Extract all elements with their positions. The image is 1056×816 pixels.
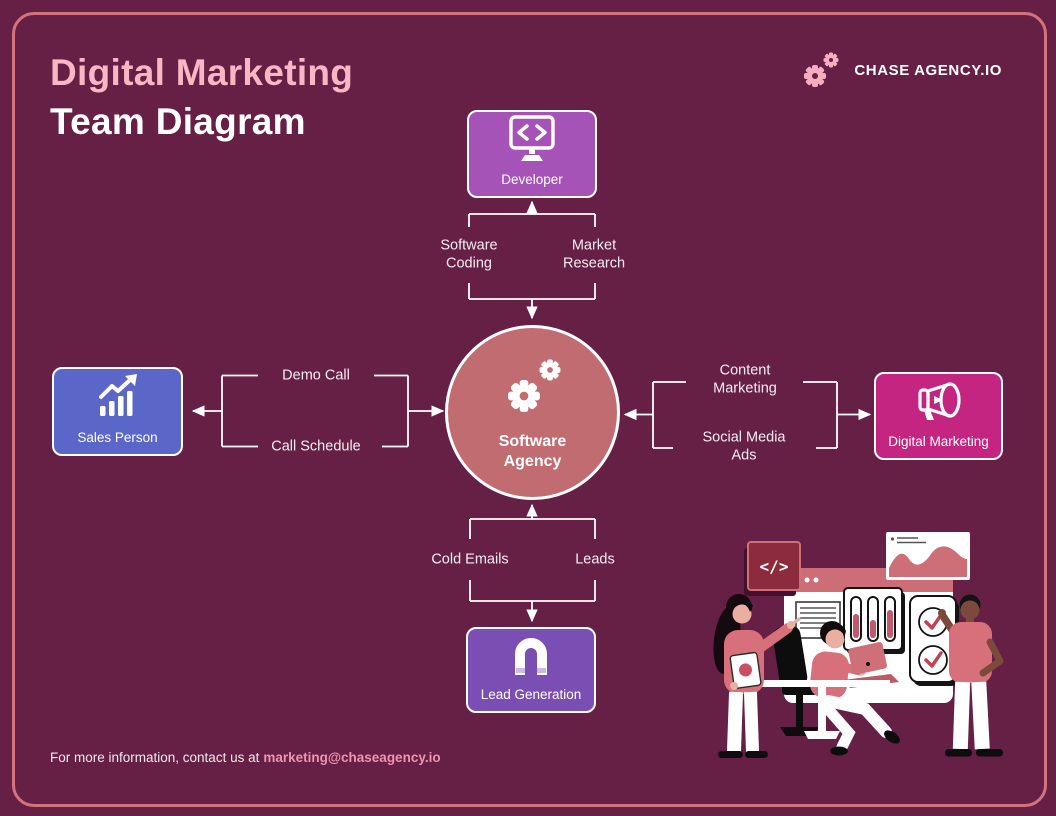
footer-text: For more information, contact us at [50,750,260,765]
page-title: Digital Marketing Team Diagram [50,48,353,146]
link-label-demo-call: Demo Call [282,366,350,383]
node-label: Sales Person [77,430,158,445]
megaphone-icon [910,374,968,428]
gears-icon [804,52,839,87]
node-digital-marketing: Digital Marketing [874,372,1003,460]
gears-icon [507,359,560,412]
link-label-social-media-ads: Social Media Ads [702,429,786,464]
link-label-call-schedule: Call Schedule [271,437,361,454]
link-label-cold-emails: Cold Emails [431,551,509,568]
page-title-line1: Digital Marketing [50,52,354,93]
node-developer: Developer [467,110,597,198]
magnet-icon [503,629,559,681]
node-label: Lead Generation [480,687,582,702]
center-label-line1: Software [498,433,567,450]
team-illustration: </> [713,532,1004,758]
node-sales-person: Sales Person [52,367,183,456]
center-label-line2: Agency [503,452,562,470]
node-lead-generation: Lead Generation [466,627,596,713]
link-label-market-research: Market Research [562,237,626,272]
standing-woman-graphic [713,594,801,758]
node-label: Developer [501,172,563,187]
chart-card-graphic [886,532,970,580]
link-label-content-marketing: Content Marketing [713,362,777,397]
brand-logo: CHASE AGENCY.IO [799,48,1002,92]
node-label: Digital Marketing [888,434,989,449]
growth-chart-icon [90,369,146,424]
code-monitor-icon [504,112,560,166]
svg-text:</>: </> [760,557,789,576]
center-node-label: Software Agency [499,432,567,471]
standing-man-graphic [938,594,1004,757]
page-title-line2: Team Diagram [50,101,306,142]
brand-name: CHASE AGENCY.IO [854,61,1002,79]
link-label-software-coding: Software Coding [440,237,498,272]
link-label-leads: Leads [575,551,615,568]
desk-graphic [756,680,890,739]
center-node-software-agency: Software Agency [445,325,620,500]
code-badge-graphic: </> [744,541,801,596]
footer-email-link[interactable]: marketing@chaseagency.io [263,750,441,765]
